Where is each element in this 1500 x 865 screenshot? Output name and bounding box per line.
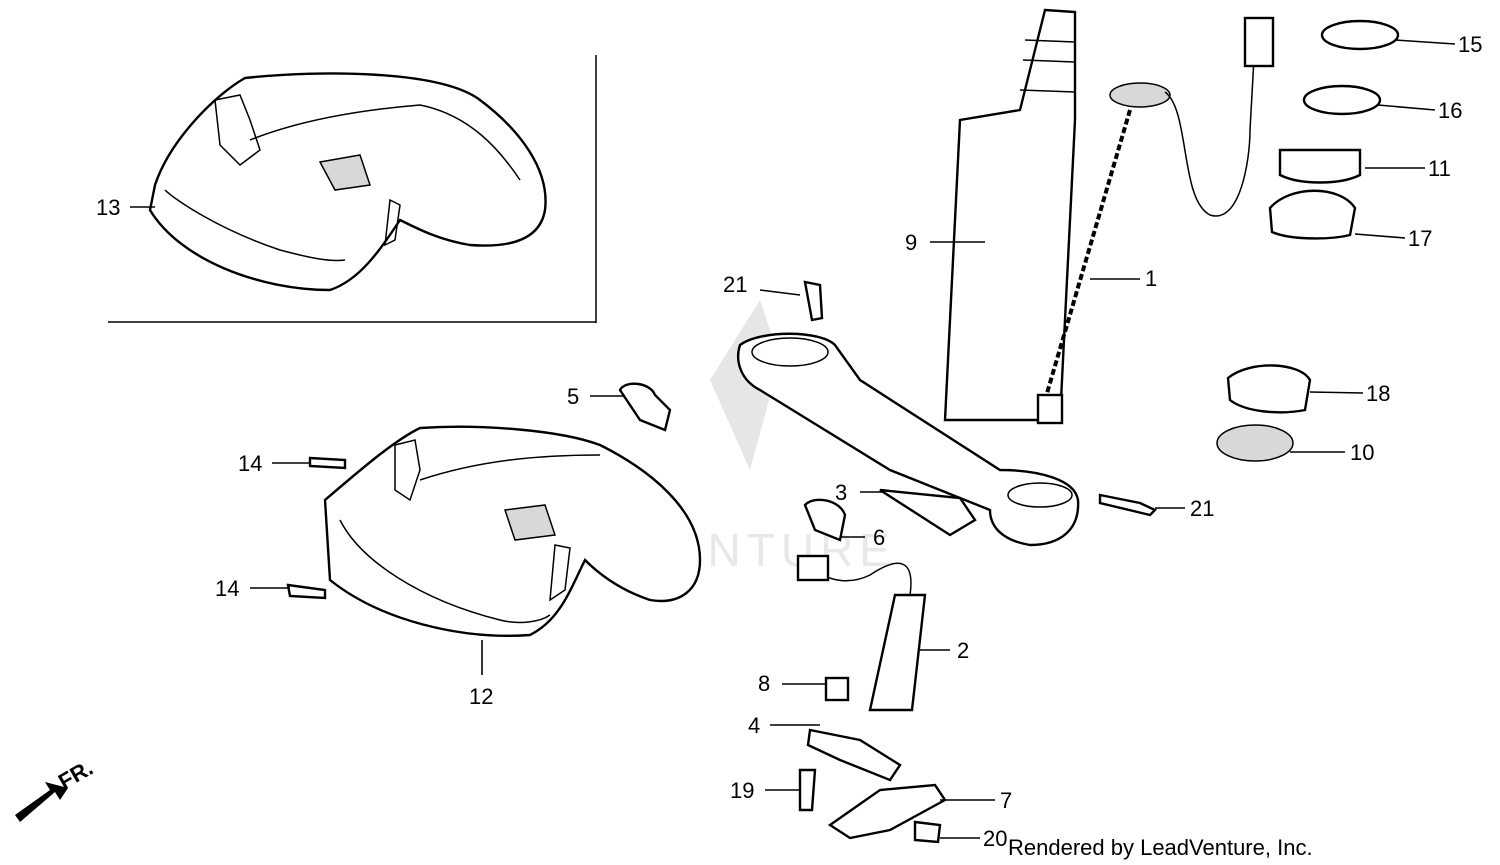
callout-21b: 21 bbox=[1190, 496, 1214, 521]
leader-lines bbox=[130, 39, 1456, 839]
part-16-washer bbox=[1302, 84, 1382, 116]
callout-9: 9 bbox=[905, 230, 917, 255]
callout-16: 16 bbox=[1438, 98, 1462, 123]
part-15-washer bbox=[1320, 19, 1400, 51]
part-9-stem bbox=[943, 8, 1077, 422]
callout-1: 1 bbox=[1145, 266, 1157, 291]
callout-2: 2 bbox=[957, 638, 969, 663]
part-17-bearing bbox=[1268, 189, 1357, 240]
callout-20: 20 bbox=[983, 826, 1007, 851]
callout-19: 19 bbox=[730, 778, 754, 803]
callout-11: 11 bbox=[1428, 156, 1451, 181]
callout-14a: 14 bbox=[238, 451, 262, 476]
callout-3: 3 bbox=[835, 480, 847, 505]
part-14-bolt-a bbox=[308, 456, 347, 470]
callouts: 1 2 3 4 5 6 7 8 9 10 11 12 13 14 14 15 1… bbox=[96, 32, 1482, 851]
callout-5: 5 bbox=[567, 384, 579, 409]
part-5-clamp bbox=[618, 382, 672, 432]
callout-21a: 21 bbox=[723, 272, 747, 297]
callout-17: 17 bbox=[1408, 226, 1432, 251]
part-10-seal bbox=[1216, 424, 1294, 462]
bearing-stack bbox=[1216, 19, 1400, 462]
callout-13: 13 bbox=[96, 195, 120, 220]
part-8-collar bbox=[824, 676, 850, 702]
part-20-bolt bbox=[913, 820, 942, 844]
callout-18: 18 bbox=[1366, 381, 1390, 406]
callout-15: 15 bbox=[1458, 32, 1482, 57]
part-13-shroud bbox=[148, 72, 547, 292]
callout-7: 7 bbox=[1000, 788, 1012, 813]
inset-frame bbox=[108, 55, 597, 323]
callout-12: 12 bbox=[469, 684, 493, 709]
part-12-shroud bbox=[323, 425, 702, 637]
callout-14b: 14 bbox=[215, 576, 239, 601]
part-21-bolt-a bbox=[803, 280, 824, 322]
part-18-bearing bbox=[1226, 364, 1312, 414]
front-arrow-icon: FR. bbox=[15, 755, 97, 822]
part-4-plate bbox=[806, 728, 902, 782]
callout-10: 10 bbox=[1350, 440, 1374, 465]
callout-8: 8 bbox=[758, 671, 770, 696]
part-21-bolt-b bbox=[1098, 493, 1158, 517]
part-2-sensor bbox=[796, 554, 927, 712]
lower-bracket bbox=[737, 332, 1080, 547]
part-11-nut bbox=[1278, 148, 1362, 184]
part-3-bracket bbox=[879, 488, 977, 537]
part-19-bolt bbox=[798, 768, 817, 812]
part-6-clamp bbox=[803, 498, 847, 542]
part-14-bolt-b bbox=[286, 583, 327, 600]
part-1-cable bbox=[1036, 16, 1275, 425]
callout-6: 6 bbox=[873, 525, 885, 550]
callout-4: 4 bbox=[748, 713, 760, 738]
render-credit: Rendered by LeadVenture, Inc. bbox=[1008, 835, 1313, 860]
